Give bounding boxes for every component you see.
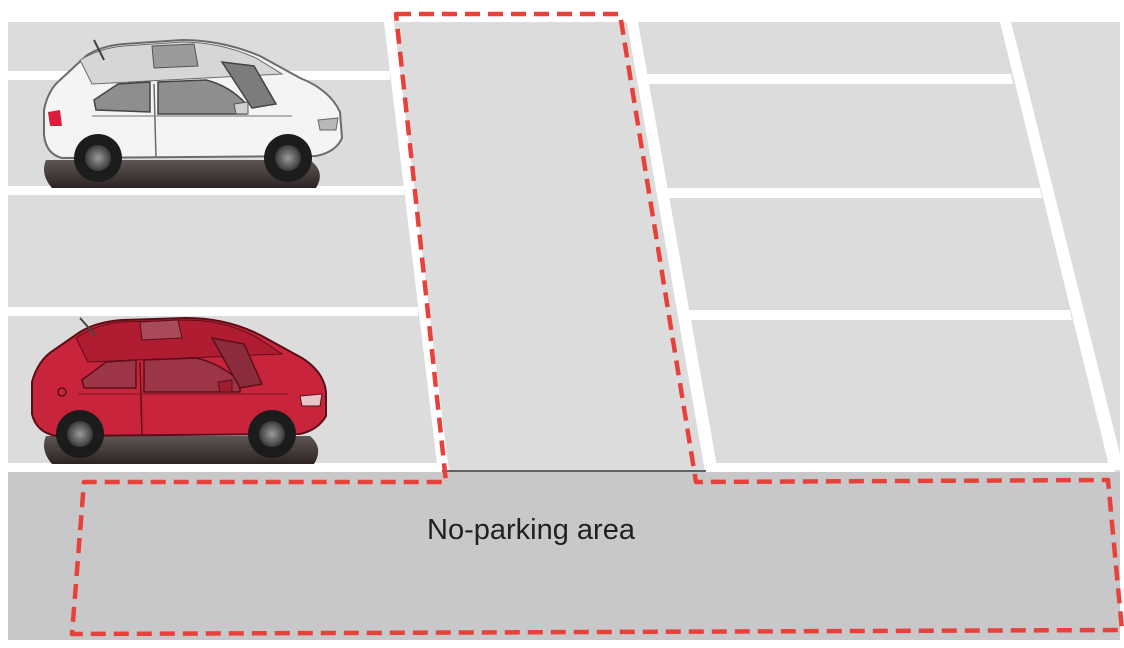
white-car-sunroof	[152, 44, 198, 68]
right-stall-line-3	[685, 310, 1072, 320]
red-car-front-rim	[259, 421, 285, 447]
right-stall-curb-line	[710, 463, 1115, 472]
red-car-sunroof	[140, 320, 182, 340]
white-car-taillight	[48, 110, 62, 126]
red-car-rear-rim	[67, 421, 93, 447]
left-stall-line-3	[8, 307, 418, 316]
red-car-headlight	[300, 394, 322, 406]
white-car-rear-rim	[85, 145, 111, 171]
left-stall-curb-line	[8, 463, 442, 472]
white-car-mirror	[234, 102, 248, 114]
white-car-front-rim	[275, 145, 301, 171]
no-parking-area-label: No-parking area	[296, 512, 766, 548]
white-car-headlight	[318, 118, 338, 130]
right-stall-line-1	[640, 74, 1013, 84]
right-stall-line-2	[663, 188, 1042, 198]
red-car-mirror	[218, 380, 232, 392]
no-parking-strip	[8, 472, 1120, 640]
